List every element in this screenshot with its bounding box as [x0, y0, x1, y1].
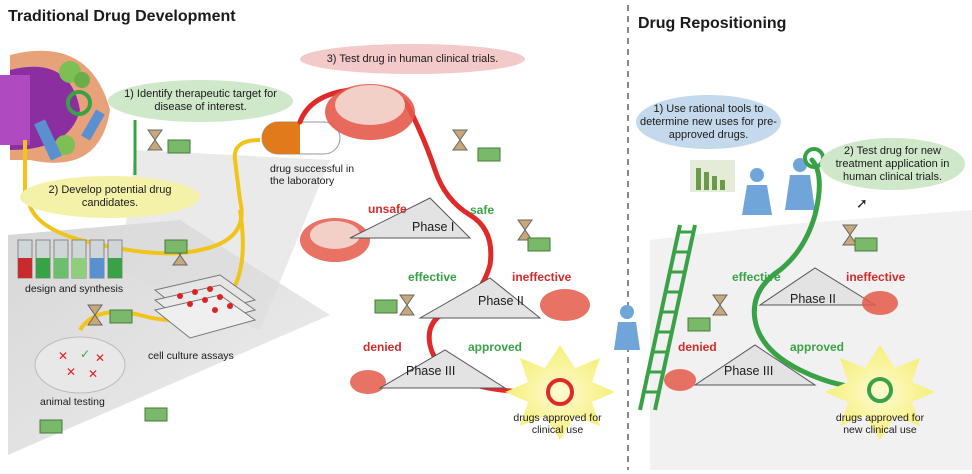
svg-text:✕: ✕ [66, 365, 76, 379]
r-phase2-triangle [758, 267, 877, 306]
phase2-label: Phase II [478, 294, 524, 308]
person-figure [614, 305, 640, 350]
target-ring [66, 90, 92, 116]
cell-illustration [0, 50, 110, 163]
green-path [751, 157, 883, 391]
ineffective-label: ineffective [512, 270, 572, 284]
r-final-approval-label: drugs approved for new clinical use [835, 412, 925, 436]
r-phase3-triangle [693, 344, 817, 386]
bar-chart-icon [690, 160, 735, 192]
phase3-triangle [378, 349, 507, 389]
denied-label: denied [363, 340, 402, 354]
right-title: Drug Repositioning [638, 15, 787, 32]
animal-label: animal testing [40, 396, 105, 408]
r-effective-label: effective [732, 270, 781, 284]
approved-label: approved [468, 340, 523, 354]
lab-success-label: drug successful in the laboratory [270, 163, 355, 187]
approval-burst-left [505, 345, 615, 440]
approval-burst-right [825, 345, 935, 440]
r-ineffective-label: ineffective [846, 270, 906, 284]
safe-label: safe [470, 203, 495, 217]
svg-text:✓: ✓ [80, 347, 90, 361]
phase1-label: Phase I [412, 220, 455, 234]
r-phase3-label: Phase III [724, 364, 774, 378]
step3-bubble: 3) Test drug in human clinical trials. [300, 44, 525, 74]
design-label: design and synthesis [25, 283, 124, 295]
svg-text:✕: ✕ [95, 351, 105, 365]
r-approved-label: approved [790, 340, 845, 354]
yellow-path [26, 138, 261, 256]
left-title: Traditional Drug Development [8, 8, 236, 25]
animal-cluster: ✕ ✓ ✕ ✕ ✕ [34, 336, 126, 394]
final-approval-label: drugs approved for clinical use [513, 412, 602, 436]
effective-label: effective [408, 270, 457, 284]
r-denied-label: denied [678, 340, 717, 354]
r-step1-bubble: 1) Use rational tools to determine new u… [636, 95, 781, 149]
r-step2-bubble: 2) Test drug for new treatment applicati… [820, 138, 965, 190]
beakers [17, 239, 123, 279]
mouse-cursor-icon: ➚ [856, 195, 868, 211]
svg-text:✕: ✕ [88, 367, 98, 381]
svg-text:✕: ✕ [58, 349, 68, 363]
r-phase2-label: Phase II [790, 292, 836, 306]
phase1-triangle [349, 197, 472, 239]
people-figures [742, 158, 815, 215]
money-icons [39, 139, 878, 434]
phase2-triangle [418, 277, 542, 319]
culture-plates [153, 274, 257, 339]
unsafe-label: unsafe [368, 202, 407, 216]
hourglass-icons [87, 129, 858, 326]
capsule [261, 121, 341, 155]
step2-bubble: 2) Develop potential drug candidates. [20, 176, 200, 218]
cell-culture-label: cell culture assays [148, 350, 234, 362]
ladder [638, 224, 697, 411]
step1-bubble: 1) Identify therapeutic target for disea… [108, 80, 293, 122]
phase3-label: Phase III [406, 364, 456, 378]
